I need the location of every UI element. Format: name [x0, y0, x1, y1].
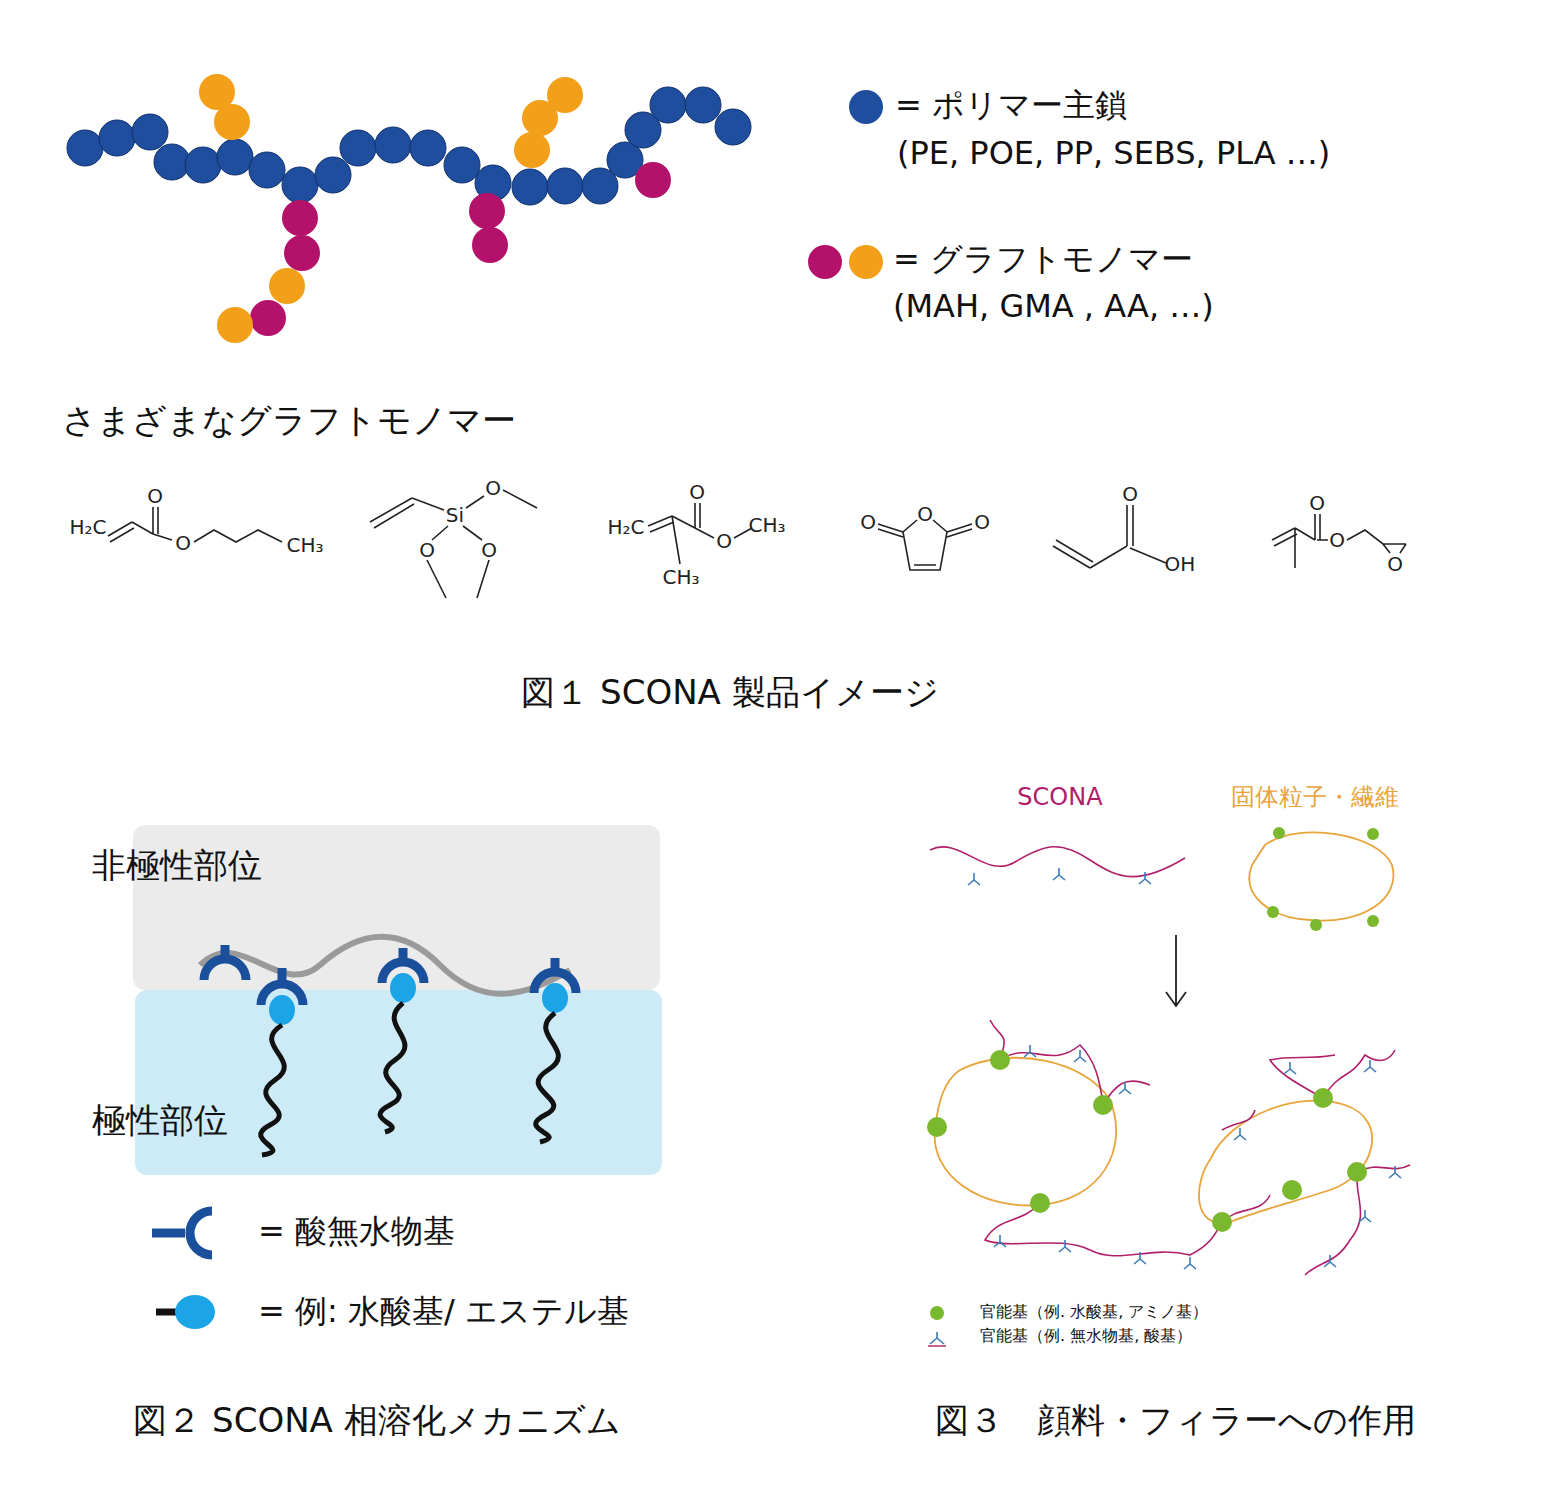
region-label: 非極性部位	[92, 845, 262, 886]
atom-label: CH₃	[662, 565, 699, 589]
legend-text: = 酸無水物基	[258, 1212, 455, 1250]
label: SCONA	[1017, 783, 1102, 812]
polymer-backbone	[67, 87, 751, 205]
atom-label: OH	[1165, 552, 1196, 576]
atom-label: O	[1329, 528, 1345, 552]
figure-caption: 図２ SCONA 相溶化メカニズム	[133, 1400, 620, 1441]
atom-label: O	[716, 529, 732, 553]
compatibilizer-chain	[200, 937, 576, 1155]
legend-sample	[808, 245, 883, 279]
legend-text: = ポリマー主鎖	[895, 86, 1127, 124]
atom-label: H₂C	[607, 515, 644, 539]
label: 固体粒子・繊維	[1231, 783, 1399, 812]
atom-label: O	[1309, 491, 1325, 515]
atom-label: O	[175, 531, 191, 555]
legend-text: = 例: 水酸基/ エステル基	[258, 1292, 629, 1330]
region-band: 極性部位	[135, 990, 662, 1175]
legend-text: = グラフトモノマー	[893, 240, 1193, 278]
region-label: 極性部位	[92, 1100, 228, 1141]
atom-label: O	[481, 538, 497, 562]
label: (MAH, GMA , AA, …)	[893, 287, 1214, 325]
legend-text: 官能基（例. 無水物基, 酸基）	[980, 1326, 1192, 1345]
atom-label: H₂C	[69, 515, 106, 539]
atom-label: O	[689, 480, 705, 504]
atom-label: O	[419, 538, 435, 562]
label: (PE, POE, PP, SEBS, PLA …)	[897, 134, 1330, 172]
atom-label: O	[1387, 552, 1403, 576]
legend-sample	[928, 1332, 946, 1346]
atom-label: O	[860, 510, 876, 534]
atom-label: O	[917, 502, 933, 526]
chemical-structure	[108, 490, 1406, 598]
graft-monomer	[250, 162, 671, 336]
filler-illustration	[927, 827, 1410, 1275]
legend-swatch	[849, 90, 883, 124]
graft-monomer	[199, 74, 583, 343]
label: さまざまなグラフトモノマー	[62, 400, 516, 441]
legend-swatch	[930, 1306, 944, 1320]
region-band: 非極性部位	[133, 825, 660, 990]
atom-label: O	[147, 484, 163, 508]
atom-label: O	[1122, 482, 1138, 506]
atom-label: CH₃	[748, 513, 785, 537]
figure-caption: 図１ SCONA 製品イメージ	[521, 672, 938, 713]
atom-label: CH₃	[286, 533, 323, 557]
atom-label: O	[974, 510, 990, 534]
atom-label: Si	[446, 503, 464, 527]
legend-sample	[152, 1211, 215, 1329]
legend-text: 官能基（例. 水酸基, アミノ基）	[980, 1302, 1208, 1321]
atom-label: O	[485, 476, 501, 500]
figure-caption: 図３ 顔料・フィラーへの作用	[935, 1400, 1416, 1441]
